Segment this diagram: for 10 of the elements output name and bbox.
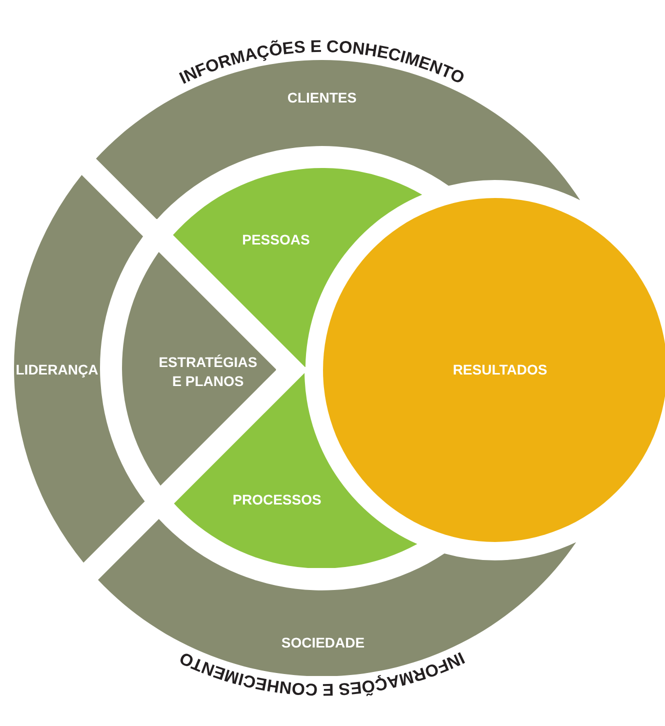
ring-segment <box>174 372 418 568</box>
segment-label: SOCIEDADE <box>281 633 365 652</box>
wedge-segment <box>122 252 276 486</box>
segment-label: PROCESSOS <box>232 490 322 510</box>
segment-label: ESTRATÉGIAS E PLANOS <box>158 352 258 391</box>
segment-label: PESSOAS <box>242 230 310 250</box>
segment-label: CLIENTES <box>287 88 357 108</box>
segment-label: RESULTADOS <box>452 360 548 380</box>
segment-label: LIDERANÇA <box>16 360 98 380</box>
ring-segment <box>14 175 145 563</box>
